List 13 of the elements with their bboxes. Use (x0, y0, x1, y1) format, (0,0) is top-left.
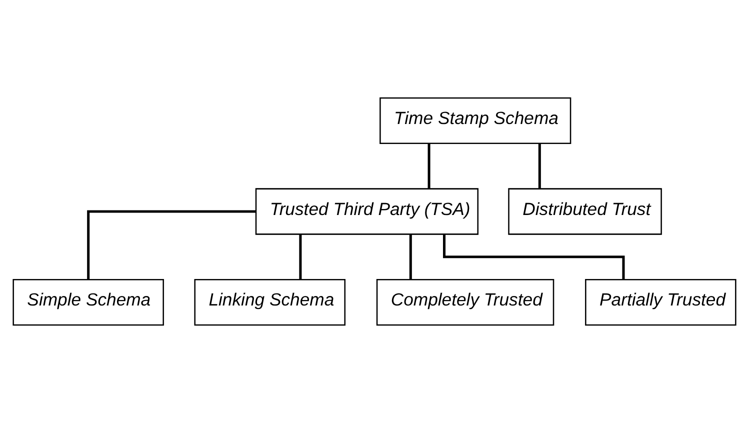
node-box: Completely Trusted (376, 278, 554, 326)
connector (428, 144, 430, 188)
connector (299, 234, 302, 280)
connector (409, 234, 412, 280)
node-box: Time Stamp Schema (380, 97, 572, 144)
connector (87, 210, 256, 280)
node-box: Linking Schema (194, 278, 346, 326)
node-box: Distributed Trust (508, 188, 662, 235)
connector (538, 144, 541, 188)
connector (443, 234, 625, 280)
node-box: Partially Trusted (585, 278, 736, 326)
node-box: Trusted Third Party (TSA) (255, 188, 478, 235)
node-box: Simple Schema (12, 278, 164, 326)
